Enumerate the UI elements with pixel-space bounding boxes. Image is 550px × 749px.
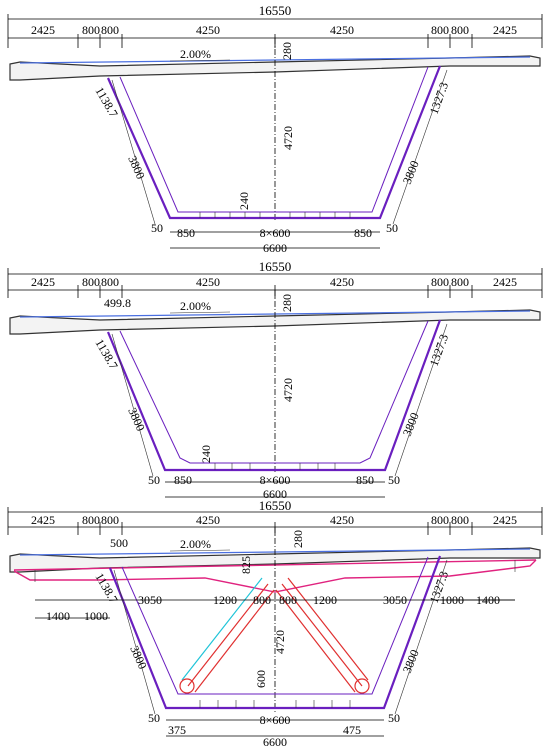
- cross-slope-label: 2.00%: [180, 47, 211, 61]
- mid-dim: 1200: [313, 593, 337, 607]
- cross-slope-label: 2.00%: [180, 299, 211, 313]
- deck-extra-dim: 500: [110, 536, 128, 550]
- dim-seg: 4250: [196, 275, 220, 289]
- dim-seg: 800: [431, 275, 449, 289]
- girder-height-label: 4720: [281, 378, 295, 402]
- bottom-mid: 8×600: [260, 473, 291, 487]
- bottom-right: 850: [356, 473, 374, 487]
- mid-dim: 1400: [46, 609, 70, 623]
- web-right-length: 3800: [400, 648, 422, 675]
- dim-seg: 800: [431, 23, 449, 37]
- mid-dim: 800: [253, 593, 271, 607]
- bottom-left: 850: [177, 226, 195, 240]
- web-right-dim: 1327.3: [427, 332, 451, 368]
- bottom-ribs: [214, 463, 336, 470]
- bottom-mid: 8×600: [260, 226, 291, 240]
- dim-seg: 800: [82, 23, 100, 37]
- mid-dim: 1000: [84, 609, 108, 623]
- bottom-left: 850: [174, 473, 192, 487]
- deck-extra-dim: 499.8: [104, 296, 131, 310]
- mid-dim: 1400: [476, 593, 500, 607]
- web-right-length: 3800: [400, 411, 422, 438]
- dim-seg: 2425: [493, 23, 517, 37]
- web-outline: [106, 65, 442, 220]
- slab-thickness-label: 280: [280, 294, 294, 312]
- mid-dim: 3050: [383, 593, 407, 607]
- web-inner: [119, 320, 429, 464]
- bottom-total: 6600: [263, 487, 287, 501]
- web-left-dim: 1138.7: [92, 571, 120, 606]
- bottom-right: 475: [343, 723, 361, 737]
- cross-slope-label: 2.00%: [180, 537, 211, 551]
- slab-thickness-label: 280: [280, 42, 294, 60]
- dim-total-width: 16550: [259, 3, 292, 18]
- dim-seg: 800: [82, 275, 100, 289]
- web-left-length: 3800: [127, 644, 150, 672]
- mid-dim: 800: [279, 593, 297, 607]
- bottom-mid: 8×600: [260, 713, 291, 727]
- web-right-dim: 1327.3: [427, 80, 451, 116]
- transverse-rib: [13, 559, 537, 593]
- strut-dim: 825: [239, 556, 253, 574]
- girder-height-label: 4720: [281, 126, 295, 150]
- diagonal-struts: [179, 577, 370, 694]
- dim-total-width: 16550: [259, 259, 292, 274]
- dim-seg: 2425: [493, 513, 517, 527]
- web-inner: [119, 66, 429, 213]
- bottom-out-left: 50: [151, 221, 163, 235]
- bottom-ribs: [199, 212, 351, 218]
- dim-seg: 2425: [31, 23, 55, 37]
- bottom-out-right: 50: [388, 473, 400, 487]
- bottom-out-left: 50: [148, 711, 160, 725]
- mid-dim: 3050: [138, 593, 162, 607]
- mid-dim: 1200: [213, 593, 237, 607]
- bottom-thickness: 240: [237, 192, 251, 210]
- bottom-ribs: [199, 700, 351, 708]
- section-2: 16550 2425 800 800 4250 4250 800 800 242…: [7, 259, 543, 501]
- dim-seg: 800: [431, 513, 449, 527]
- bottom-out-left: 50: [148, 473, 160, 487]
- bottom-total: 6600: [263, 735, 287, 749]
- web-left-dim: 1138.7: [92, 85, 120, 120]
- bottom-left: 375: [168, 723, 186, 737]
- web-outline: [108, 555, 442, 710]
- dim-seg: 4250: [330, 275, 354, 289]
- section-1: 16550 2425 800 800 4250 4250 800 800 242…: [7, 3, 543, 255]
- dim-seg: 800: [451, 275, 469, 289]
- dim-seg: 800: [451, 23, 469, 37]
- web-outline: [106, 319, 442, 472]
- slab-thickness-label: 280: [291, 530, 305, 548]
- section-3: 16550 2425 800 800 4250 4250 800 800 242…: [7, 498, 543, 749]
- dim-seg: 4250: [196, 23, 220, 37]
- bottom-out-right: 50: [388, 711, 400, 725]
- dim-total-width: 16550: [259, 498, 292, 513]
- bottom-out-right: 50: [386, 221, 398, 235]
- mid-dim: 1000: [440, 593, 464, 607]
- bottom-total: 6600: [263, 241, 287, 255]
- dim-seg: 800: [451, 513, 469, 527]
- dim-seg: 800: [101, 513, 119, 527]
- dim-seg: 4250: [330, 513, 354, 527]
- dim-seg: 4250: [196, 513, 220, 527]
- dim-seg: 2425: [493, 275, 517, 289]
- deck-slab: [9, 309, 541, 335]
- bottom-thickness: 240: [199, 445, 213, 463]
- girder-height-label: 4720: [273, 630, 287, 654]
- bottom-right: 850: [354, 226, 372, 240]
- dim-seg: 2425: [31, 275, 55, 289]
- dim-seg: 800: [101, 275, 119, 289]
- web-inner: [121, 556, 429, 695]
- dim-seg: 800: [101, 23, 119, 37]
- dim-seg: 800: [82, 513, 100, 527]
- strut-bottom-dim: 600: [254, 670, 268, 688]
- dim-seg: 2425: [31, 513, 55, 527]
- dim-seg: 4250: [330, 23, 354, 37]
